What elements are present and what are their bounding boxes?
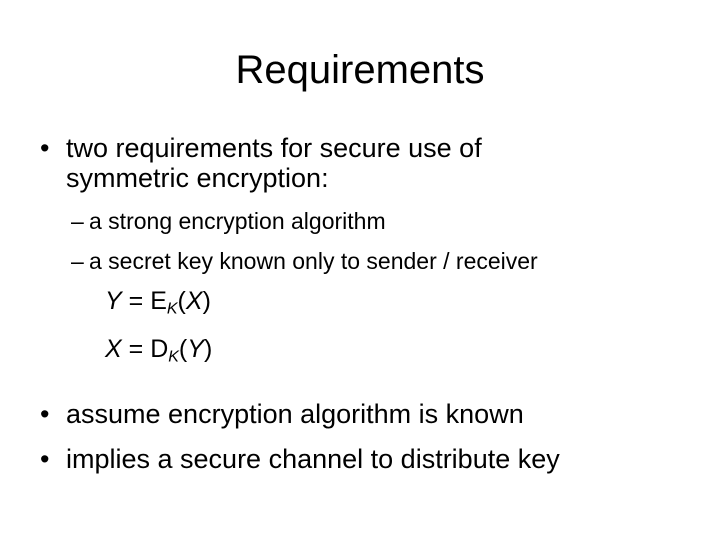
formula-lhs: Y — [105, 287, 122, 315]
bullet-text: assume encryption algorithm is known — [66, 398, 524, 429]
bullet-marker-icon: • — [40, 398, 50, 429]
bullet-item: • implies a secure channel to distribute… — [0, 437, 720, 482]
bullet-item: • assume encryption algorithm is known — [0, 392, 720, 437]
page-title: Requirements — [235, 48, 485, 92]
formula-open-paren: ( — [177, 287, 186, 315]
formula-equals: = — [121, 335, 151, 364]
bullet-marker-icon: • — [40, 133, 50, 163]
formula-function: E — [150, 287, 167, 315]
formula-encrypt: Y = EK(X) — [0, 281, 720, 329]
bullet-text-continuation: symmetric encryption: — [0, 163, 720, 193]
sub-bullet-item: – a strong encryption algorithm — [0, 201, 720, 241]
bullet-item: • two requirements for secure use of — [0, 133, 720, 163]
sub-bullet-text: a strong encryption algorithm — [89, 208, 386, 234]
formula-subscript: K — [168, 348, 179, 366]
formula-equals: = — [121, 287, 151, 315]
formula-decrypt: X = DK(Y) — [0, 329, 720, 377]
dash-marker-icon: – — [71, 248, 84, 274]
formula-close-paren: ) — [203, 335, 213, 364]
formula-close-paren: ) — [202, 287, 211, 315]
sub-bullet-item: – a secret key known only to sender / re… — [0, 241, 720, 281]
formula-function: D — [150, 335, 169, 364]
dash-marker-icon: – — [71, 208, 84, 234]
formula-subscript: K — [166, 300, 178, 318]
bullet-marker-icon: • — [40, 443, 50, 474]
formula-lhs: X — [105, 335, 122, 364]
slide-body: • two requirements for secure use of sym… — [0, 133, 720, 482]
formula-argument: Y — [187, 335, 204, 364]
bullet-text: symmetric encryption: — [66, 163, 329, 193]
bullet-text: implies a secure channel to distribute k… — [66, 443, 560, 474]
formula-open-paren: ( — [178, 335, 188, 364]
bullet-text: two requirements for secure use of — [66, 133, 482, 163]
sub-bullet-text: a secret key known only to sender / rece… — [89, 248, 538, 274]
formula-argument: X — [185, 287, 203, 315]
